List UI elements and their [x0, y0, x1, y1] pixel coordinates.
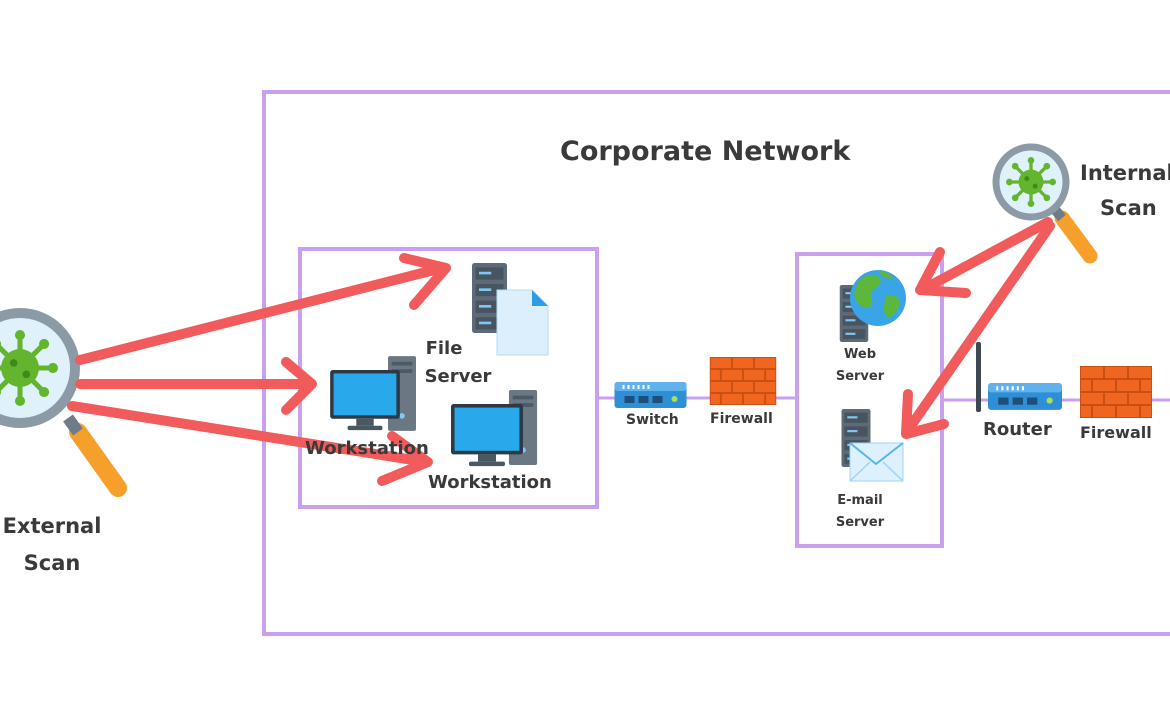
firewall-inner-icon — [709, 357, 777, 405]
arrowhead-web-server — [915, 247, 971, 298]
arrow-to-workstation-2 — [67, 401, 431, 467]
firewall-outer-label: Firewall — [1080, 423, 1152, 442]
email-server-label: E-mail Server — [826, 490, 894, 534]
file-server-label-line2: Server — [424, 366, 492, 387]
switch-icon — [614, 382, 687, 408]
web-server-label-line2: Server — [835, 369, 885, 384]
arrowhead-email-server — [901, 389, 949, 439]
document-icon — [496, 289, 549, 356]
router-icon — [976, 342, 1062, 412]
file-server-label-line1: File — [425, 338, 463, 359]
arrow-to-web-server — [917, 217, 1053, 295]
workstation-2-label: Workstation — [428, 472, 552, 493]
arrowhead-workstation-2 — [377, 431, 433, 486]
corporate-network-zone — [262, 90, 1170, 636]
internal-scan-label: Internal Scan — [1080, 156, 1170, 226]
external-scan-label-line2: Scan — [23, 551, 81, 576]
web-server-label: Web Server — [826, 344, 894, 388]
internal-scan-arrows — [901, 217, 1055, 439]
internal-scan-magnifier-icon — [992, 143, 1098, 264]
email-server-label-line2: Server — [835, 515, 885, 530]
arrow-to-file-server — [75, 263, 447, 365]
email-server-label-line1: E-mail — [837, 493, 883, 508]
switch-label: Switch — [626, 412, 679, 428]
external-scan-label-line1: External — [2, 514, 102, 538]
workstation-1-icon — [330, 356, 416, 431]
file-server-label: File Server — [418, 335, 498, 391]
internal-scan-label-line2: Scan — [1100, 196, 1157, 220]
firewall-outer-icon — [1080, 366, 1152, 418]
external-scan-magnifier-icon — [0, 308, 127, 497]
web-server-label-line1: Web — [844, 347, 876, 362]
external-scan-label: External Scan — [0, 514, 112, 576]
firewall-inner-label: Firewall — [710, 411, 773, 427]
workstation-1-label: Workstation — [305, 438, 429, 459]
arrowhead-file-server — [399, 253, 451, 310]
external-scan-arrows — [67, 253, 451, 486]
globe-icon — [850, 270, 906, 326]
diagram-title: Corporate Network — [560, 136, 851, 167]
arrow-to-email-server — [903, 221, 1055, 435]
workstation-2-icon — [451, 390, 538, 467]
envelope-icon — [849, 442, 904, 482]
arrowhead-workstation-1 — [281, 357, 317, 415]
internal-scan-label-line1: Internal — [1080, 161, 1170, 185]
router-label: Router — [983, 419, 1052, 440]
